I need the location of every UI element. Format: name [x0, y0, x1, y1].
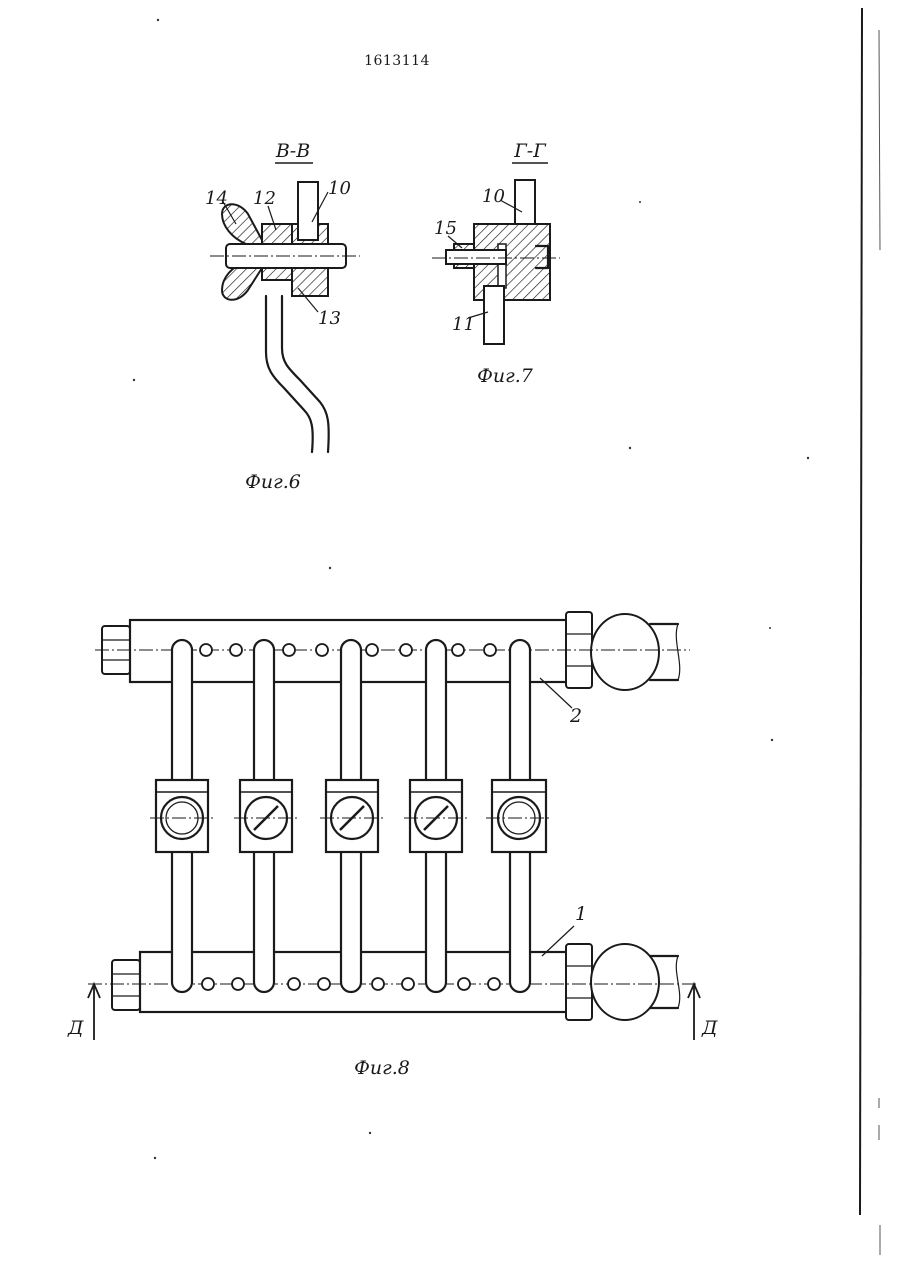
- fig8-callout-1: 1: [575, 903, 587, 925]
- fig8-callout-2: 2: [569, 705, 582, 727]
- fig6-section-label: В-В: [275, 140, 310, 162]
- bottom-ball-joint: [591, 944, 659, 1020]
- fig7-section-label: Г-Г: [513, 140, 547, 162]
- fig6-callout-13: 13: [318, 308, 341, 329]
- fig8-caption: Фиг.8: [354, 1057, 410, 1079]
- bent-rod: [266, 296, 313, 452]
- section-arrow-left: [88, 984, 100, 1040]
- tube-4: [404, 640, 468, 992]
- figure-7: Г-Г 10 15 11 Фиг.7: [432, 140, 560, 387]
- bottom-end-nut: [112, 960, 140, 1010]
- tube-2: [234, 640, 298, 992]
- section-mark-d-left: Д: [67, 1017, 84, 1039]
- top-ball-joint: [591, 614, 659, 690]
- figure-8: 2 1 Д Д Фиг.8: [67, 612, 718, 1079]
- fig6-callout-12: 12: [253, 188, 276, 209]
- tube-3: [320, 640, 384, 992]
- bottom-union-nut: [566, 944, 592, 1020]
- rod-11: [484, 286, 504, 344]
- fig7-callout-15: 15: [434, 218, 457, 239]
- fig6-caption: Фиг.6: [245, 471, 301, 493]
- rod-10: [298, 182, 318, 240]
- figure-6: В-В 14 12 10 13 Фиг.6: [205, 140, 360, 493]
- fig7-callout-10: 10: [482, 186, 505, 207]
- section-arrow-right: [688, 984, 700, 1040]
- section-mark-d-right: Д: [701, 1017, 718, 1039]
- fig7-caption: Фиг.7: [477, 365, 534, 387]
- fig6-callout-10: 10: [328, 178, 351, 199]
- document-number: 1613114: [364, 53, 430, 69]
- page-border: [860, 8, 880, 1255]
- tube-5: [486, 640, 552, 992]
- tube-1: [150, 640, 214, 992]
- fig6-callout-14: 14: [205, 188, 228, 209]
